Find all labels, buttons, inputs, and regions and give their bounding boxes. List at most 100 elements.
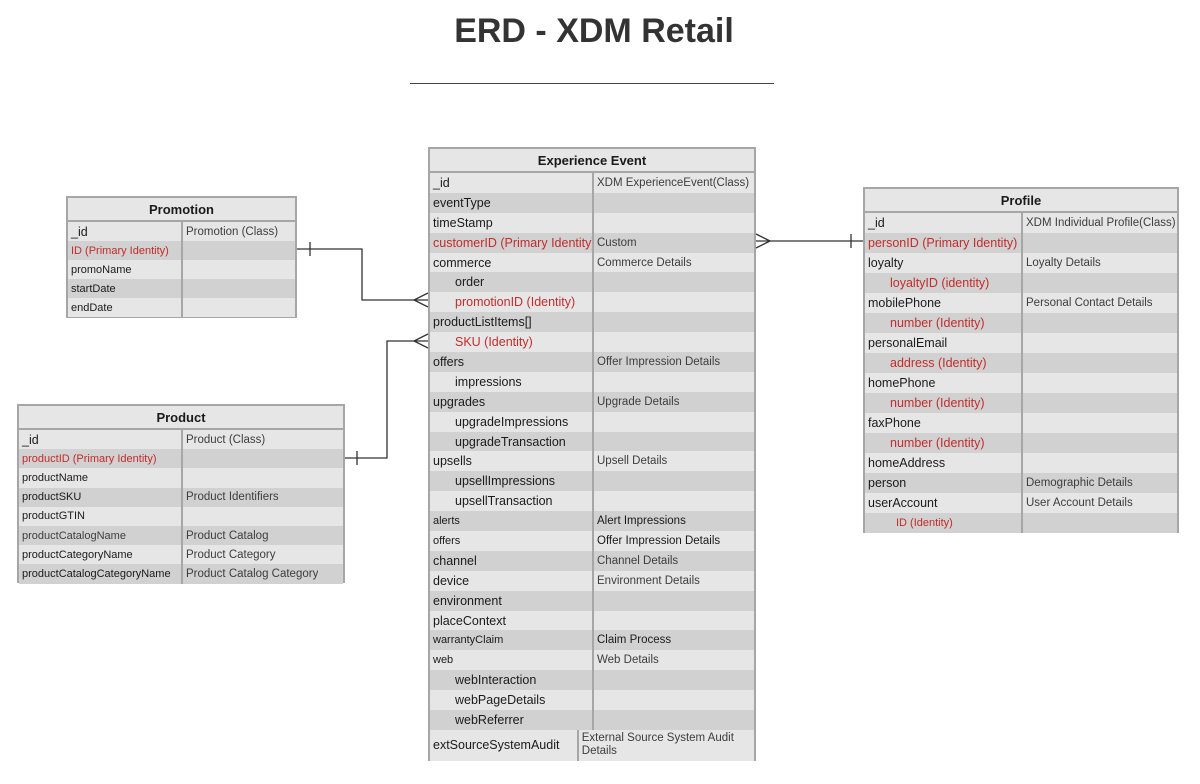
- field-name-identity: ID (Identity): [865, 513, 1023, 533]
- field-name: startDate: [68, 279, 183, 298]
- field-name: timeStamp: [430, 212, 594, 233]
- field-name: offers: [430, 352, 594, 372]
- field-type: Offer Impression Details: [597, 534, 721, 547]
- field-name: webInteraction: [430, 670, 594, 691]
- field-type: Personal Contact Details: [1026, 297, 1153, 309]
- field-type: Product Identifiers: [186, 491, 279, 504]
- table-row: homePhone: [865, 373, 1177, 393]
- table-row: endDate: [68, 298, 295, 317]
- table-row: productListItems[]: [430, 312, 754, 333]
- table-row: _id Promotion (Class): [68, 222, 295, 241]
- field-type: Commerce Details: [597, 256, 692, 269]
- table-row: webPageDetails: [430, 690, 754, 711]
- table-row: productCatalogCategoryName Product Catal…: [19, 564, 343, 584]
- entity-header-profile: Profile: [865, 189, 1177, 213]
- entity-promotion[interactable]: Promotion _id Promotion (Class) ID (Prim…: [66, 196, 297, 318]
- field-name: _id: [68, 222, 183, 241]
- table-row: productGTIN: [19, 506, 343, 526]
- field-name: productCategoryName: [19, 545, 183, 565]
- field-type: Upgrade Details: [597, 395, 680, 408]
- table-row: startDate: [68, 279, 295, 298]
- field-name: productSKU: [19, 487, 183, 507]
- field-type: Custom: [597, 236, 637, 249]
- relationship-product-experience-event: [345, 333, 429, 465]
- field-name: warrantyClaim: [430, 630, 594, 651]
- field-name: homePhone: [865, 373, 1023, 393]
- field-name: userAccount: [865, 493, 1023, 513]
- table-row: customerID (Primary Identity)Custom: [430, 232, 754, 253]
- field-name: _id: [865, 213, 1023, 233]
- field-name: environment: [430, 590, 594, 611]
- field-name: _id: [19, 430, 183, 450]
- field-name: homeAddress: [865, 453, 1023, 473]
- table-row: number (Identity): [865, 313, 1177, 333]
- field-name-identity: personID (Primary Identity): [865, 233, 1023, 253]
- field-name: upgradeImpressions: [430, 411, 594, 432]
- table-row: homeAddress: [865, 453, 1177, 473]
- field-type: Environment Details: [597, 574, 700, 587]
- field-name: productListItems[]: [430, 312, 594, 333]
- table-row: productSKU Product Identifiers: [19, 487, 343, 507]
- field-name: _id: [430, 173, 594, 193]
- table-row: promoName: [68, 260, 295, 279]
- field-type: XDM ExperienceEvent(Class): [597, 176, 750, 189]
- table-row: number (Identity): [865, 393, 1177, 413]
- field-type: Channel Details: [597, 554, 679, 567]
- field-type: XDM Individual Profile(Class): [1026, 217, 1176, 229]
- field-name-identity: promotionID (Identity): [430, 292, 594, 313]
- table-row: placeContext: [430, 610, 754, 631]
- field-name-identity: number (Identity): [865, 393, 1023, 413]
- field-type: Offer Impression Details: [597, 355, 721, 368]
- table-row: webInteraction: [430, 670, 754, 691]
- diagram-title: ERD - XDM Retail: [454, 12, 734, 50]
- table-row: _id Product (Class): [19, 430, 343, 450]
- entity-product[interactable]: Product _id Product (Class) productID (P…: [17, 404, 345, 584]
- field-name: productCatalogCategoryName: [19, 564, 183, 584]
- field-name: mobilePhone: [865, 293, 1023, 313]
- table-row: ID (Primary Identity): [68, 241, 295, 260]
- field-name: upgrades: [430, 391, 594, 412]
- table-row: personalEmail: [865, 333, 1177, 353]
- table-row: number (Identity): [865, 433, 1177, 453]
- field-name: upsellImpressions: [430, 471, 594, 492]
- table-row: environment: [430, 590, 754, 611]
- field-name: personalEmail: [865, 333, 1023, 353]
- field-name-identity: customerID (Primary Identity): [430, 232, 594, 253]
- table-row: upgradeTransaction: [430, 431, 754, 452]
- table-row: promotionID (Identity): [430, 292, 754, 313]
- title-underline: [410, 83, 774, 84]
- table-row: impressions: [430, 371, 754, 392]
- table-row: loyaltyID (identity): [865, 273, 1177, 293]
- table-row: order: [430, 272, 754, 293]
- field-name: productCatalogName: [19, 525, 183, 546]
- table-row: SKU (Identity): [430, 332, 754, 353]
- field-name: offers: [430, 531, 594, 551]
- field-name: channel: [430, 550, 594, 571]
- field-name-identity: address (Identity): [865, 353, 1023, 373]
- table-row: faxPhone: [865, 413, 1177, 433]
- field-name-identity: SKU (Identity): [430, 332, 594, 353]
- table-row: upsellImpressions: [430, 471, 754, 492]
- field-type: Demographic Details: [1026, 477, 1133, 489]
- table-row: personID (Primary Identity): [865, 233, 1177, 253]
- relationship-experience-event-profile: [755, 233, 863, 249]
- field-type: Product Category: [186, 548, 276, 561]
- field-type: User Account Details: [1026, 497, 1133, 509]
- field-name: placeContext: [430, 610, 594, 631]
- field-name: web: [430, 650, 594, 671]
- table-row: timeStamp: [430, 212, 754, 233]
